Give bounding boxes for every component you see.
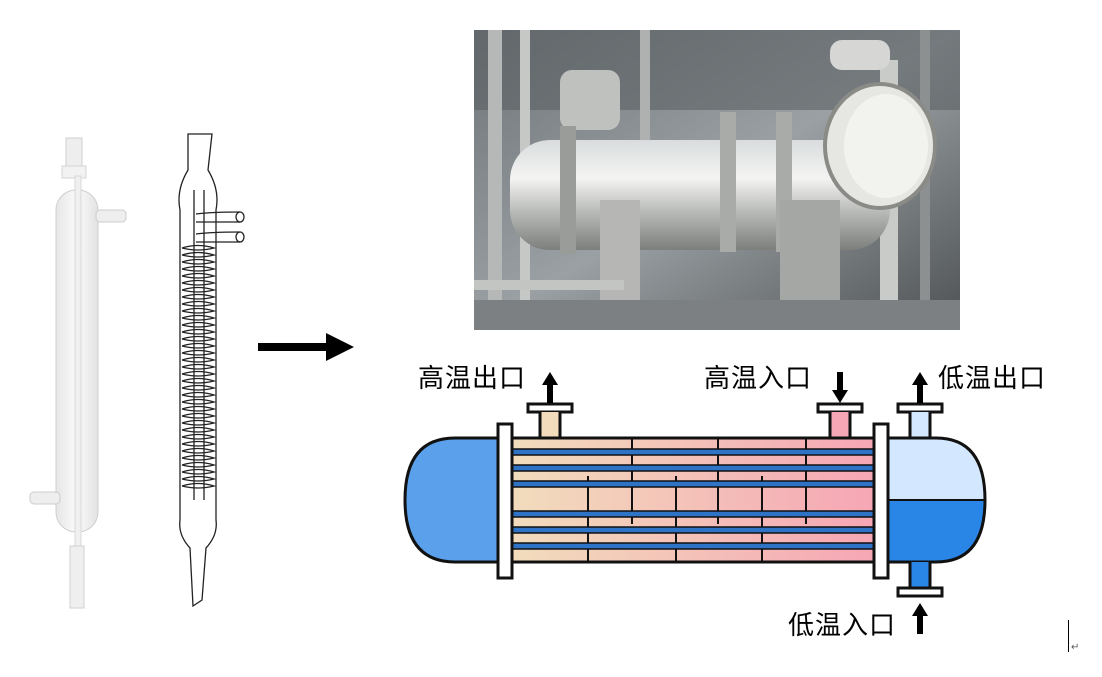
cold-outlet-arrow xyxy=(912,372,928,403)
flow-arrows xyxy=(542,372,928,634)
return-mark: ↵ xyxy=(1071,642,1080,653)
hot-outlet-label: 高温出口 xyxy=(418,364,527,394)
text-cursor xyxy=(1068,620,1069,652)
cold-outlet-label: 低温出口 xyxy=(938,364,1047,394)
cold-inlet-arrow xyxy=(912,603,928,634)
cold-inlet-label: 低温入口 xyxy=(788,611,897,641)
transition-arrow xyxy=(258,333,354,361)
hot-inlet-arrow xyxy=(832,372,848,403)
coil-condenser xyxy=(178,133,245,608)
liebig-condenser xyxy=(29,137,127,609)
left-head xyxy=(403,436,502,564)
hot-outlet-arrow xyxy=(542,372,558,403)
shell-tube-schematic xyxy=(403,402,987,598)
right-head-top xyxy=(888,438,985,500)
hot-inlet-label: 高温入口 xyxy=(704,364,813,394)
right-head-bottom xyxy=(888,500,985,562)
shell-body xyxy=(510,436,879,564)
heat-exchanger-photo xyxy=(474,30,960,330)
